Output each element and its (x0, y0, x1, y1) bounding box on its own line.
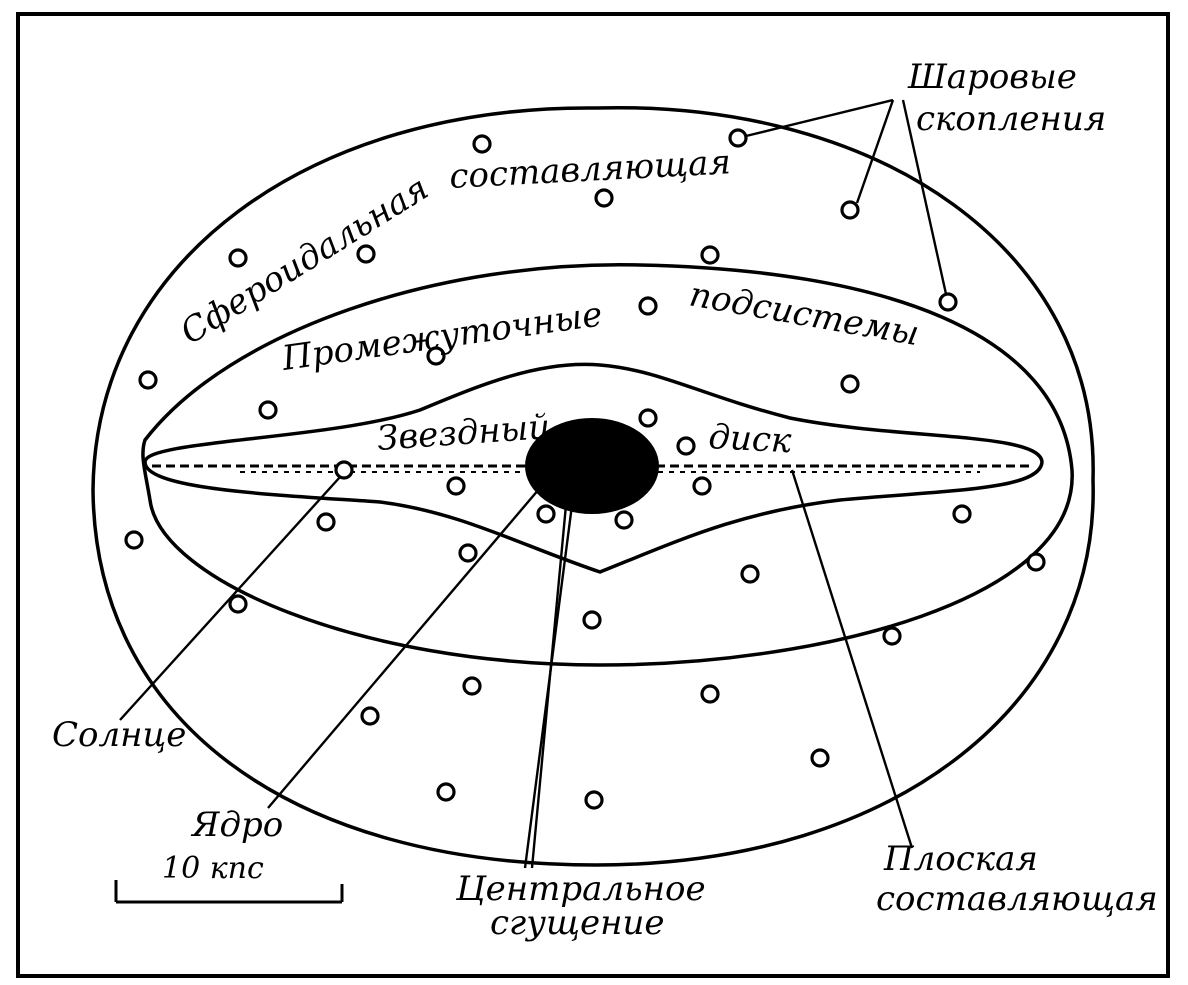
frame-border (16, 12, 1170, 978)
globular-cluster (840, 200, 860, 220)
leader-globular-c (901, 99, 948, 295)
intermediate-boundary (141, 263, 1074, 667)
globular-cluster (258, 400, 278, 420)
label-sun: Солнце (52, 715, 186, 755)
leader-nucleus (267, 481, 546, 809)
globular-cluster (356, 244, 376, 264)
globular-cluster (638, 296, 658, 316)
label-scale: 10 кпс (162, 851, 264, 886)
leader-lines (119, 98, 948, 869)
globular-cluster (446, 476, 466, 496)
globular-cluster (840, 374, 860, 394)
globular-cluster (952, 504, 972, 524)
globular-cluster (584, 790, 604, 810)
globular-cluster (638, 408, 658, 428)
globular-cluster (458, 543, 478, 563)
leader-flat (790, 469, 914, 849)
globular-cluster (676, 436, 696, 456)
globular-cluster (436, 782, 456, 802)
label-globular-2: скопления (916, 99, 1106, 139)
label-globular-1: Шаровые (907, 57, 1077, 97)
globular-cluster (700, 684, 720, 704)
globular-cluster (472, 134, 492, 154)
thin-disk-boundary (143, 362, 1044, 574)
label-central-1: Центральное (455, 869, 706, 909)
leader-sun (119, 476, 341, 721)
globular-cluster (334, 460, 354, 480)
label-flat-1: Плоская (883, 839, 1038, 879)
globular-cluster (228, 248, 248, 268)
globular-cluster (1026, 552, 1046, 572)
label-component-top: составляющая (448, 142, 731, 197)
central-nucleus (525, 418, 659, 514)
globular-cluster (462, 676, 482, 696)
scale-bar (114, 880, 344, 904)
globular-cluster (594, 188, 614, 208)
globular-cluster (810, 748, 830, 768)
globular-cluster (228, 594, 248, 614)
label-nucleus: Ядро (190, 805, 283, 845)
globular-cluster (700, 245, 720, 265)
label-subsystems: подсистемы (686, 274, 922, 354)
label-disk: диск (708, 417, 793, 461)
globular-cluster (124, 530, 144, 550)
globular-cluster (938, 292, 958, 312)
globular-cluster (740, 564, 760, 584)
leader-globular-a (745, 98, 894, 138)
label-flat-2: составляющая (876, 879, 1158, 919)
label-central-2: сгущение (490, 903, 665, 943)
leader-globular-b (855, 99, 895, 204)
globular-cluster (138, 370, 158, 390)
globular-cluster (882, 626, 902, 646)
globular-cluster (316, 512, 336, 532)
spheroidal-boundary (91, 105, 1095, 867)
globular-cluster (426, 346, 446, 366)
globular-cluster (614, 510, 634, 530)
globular-cluster (692, 476, 712, 496)
globular-clusters (124, 128, 1046, 810)
globular-cluster (582, 610, 602, 630)
globular-cluster (728, 128, 748, 148)
globular-cluster (536, 504, 556, 524)
leader-central-b (530, 504, 568, 869)
globular-cluster (360, 706, 380, 726)
